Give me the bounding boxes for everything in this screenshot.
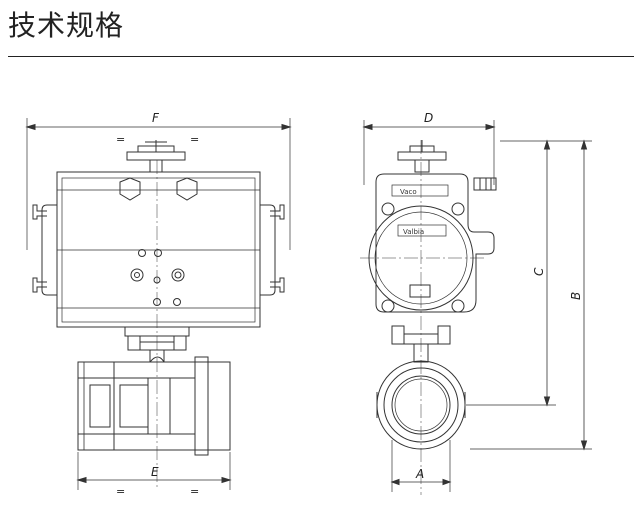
- dim-label-e: E: [151, 465, 159, 479]
- position-indicator: [126, 140, 186, 173]
- nameplate-text-bottom: Valbia: [403, 228, 424, 236]
- dim-label-a: A: [415, 467, 424, 481]
- equal-mark-e-right: =: [190, 485, 199, 498]
- dim-label-d: D: [424, 111, 433, 125]
- equal-mark-f-left: =: [116, 133, 125, 146]
- actuator-side: Vaco Valbia: [360, 140, 497, 495]
- title-divider: [8, 56, 634, 57]
- page-title: 技术规格: [8, 9, 125, 42]
- equal-mark-f-right: =: [190, 133, 199, 146]
- equal-mark-e-left: =: [116, 485, 125, 498]
- dim-label-f: F: [152, 111, 160, 125]
- actuator-body: [32, 160, 285, 490]
- dimension-c: C: [466, 139, 556, 407]
- dim-label-b: B: [569, 292, 583, 300]
- dimension-a: A: [390, 440, 452, 492]
- front-view: F = =: [25, 111, 292, 498]
- dimension-b: B: [470, 139, 592, 451]
- side-valve-body: [376, 360, 466, 450]
- side-position-indicator: [397, 140, 447, 173]
- dimension-f: F = =: [25, 111, 292, 250]
- nameplate-text-top: Vaco: [400, 188, 417, 196]
- ball-valve-body: [77, 356, 231, 456]
- side-bracket: [391, 325, 451, 363]
- dimension-e: E = =: [76, 452, 232, 498]
- dimension-d: D: [362, 111, 496, 185]
- side-view: D Vaco Valbia: [360, 111, 592, 495]
- dim-label-c: C: [532, 267, 546, 276]
